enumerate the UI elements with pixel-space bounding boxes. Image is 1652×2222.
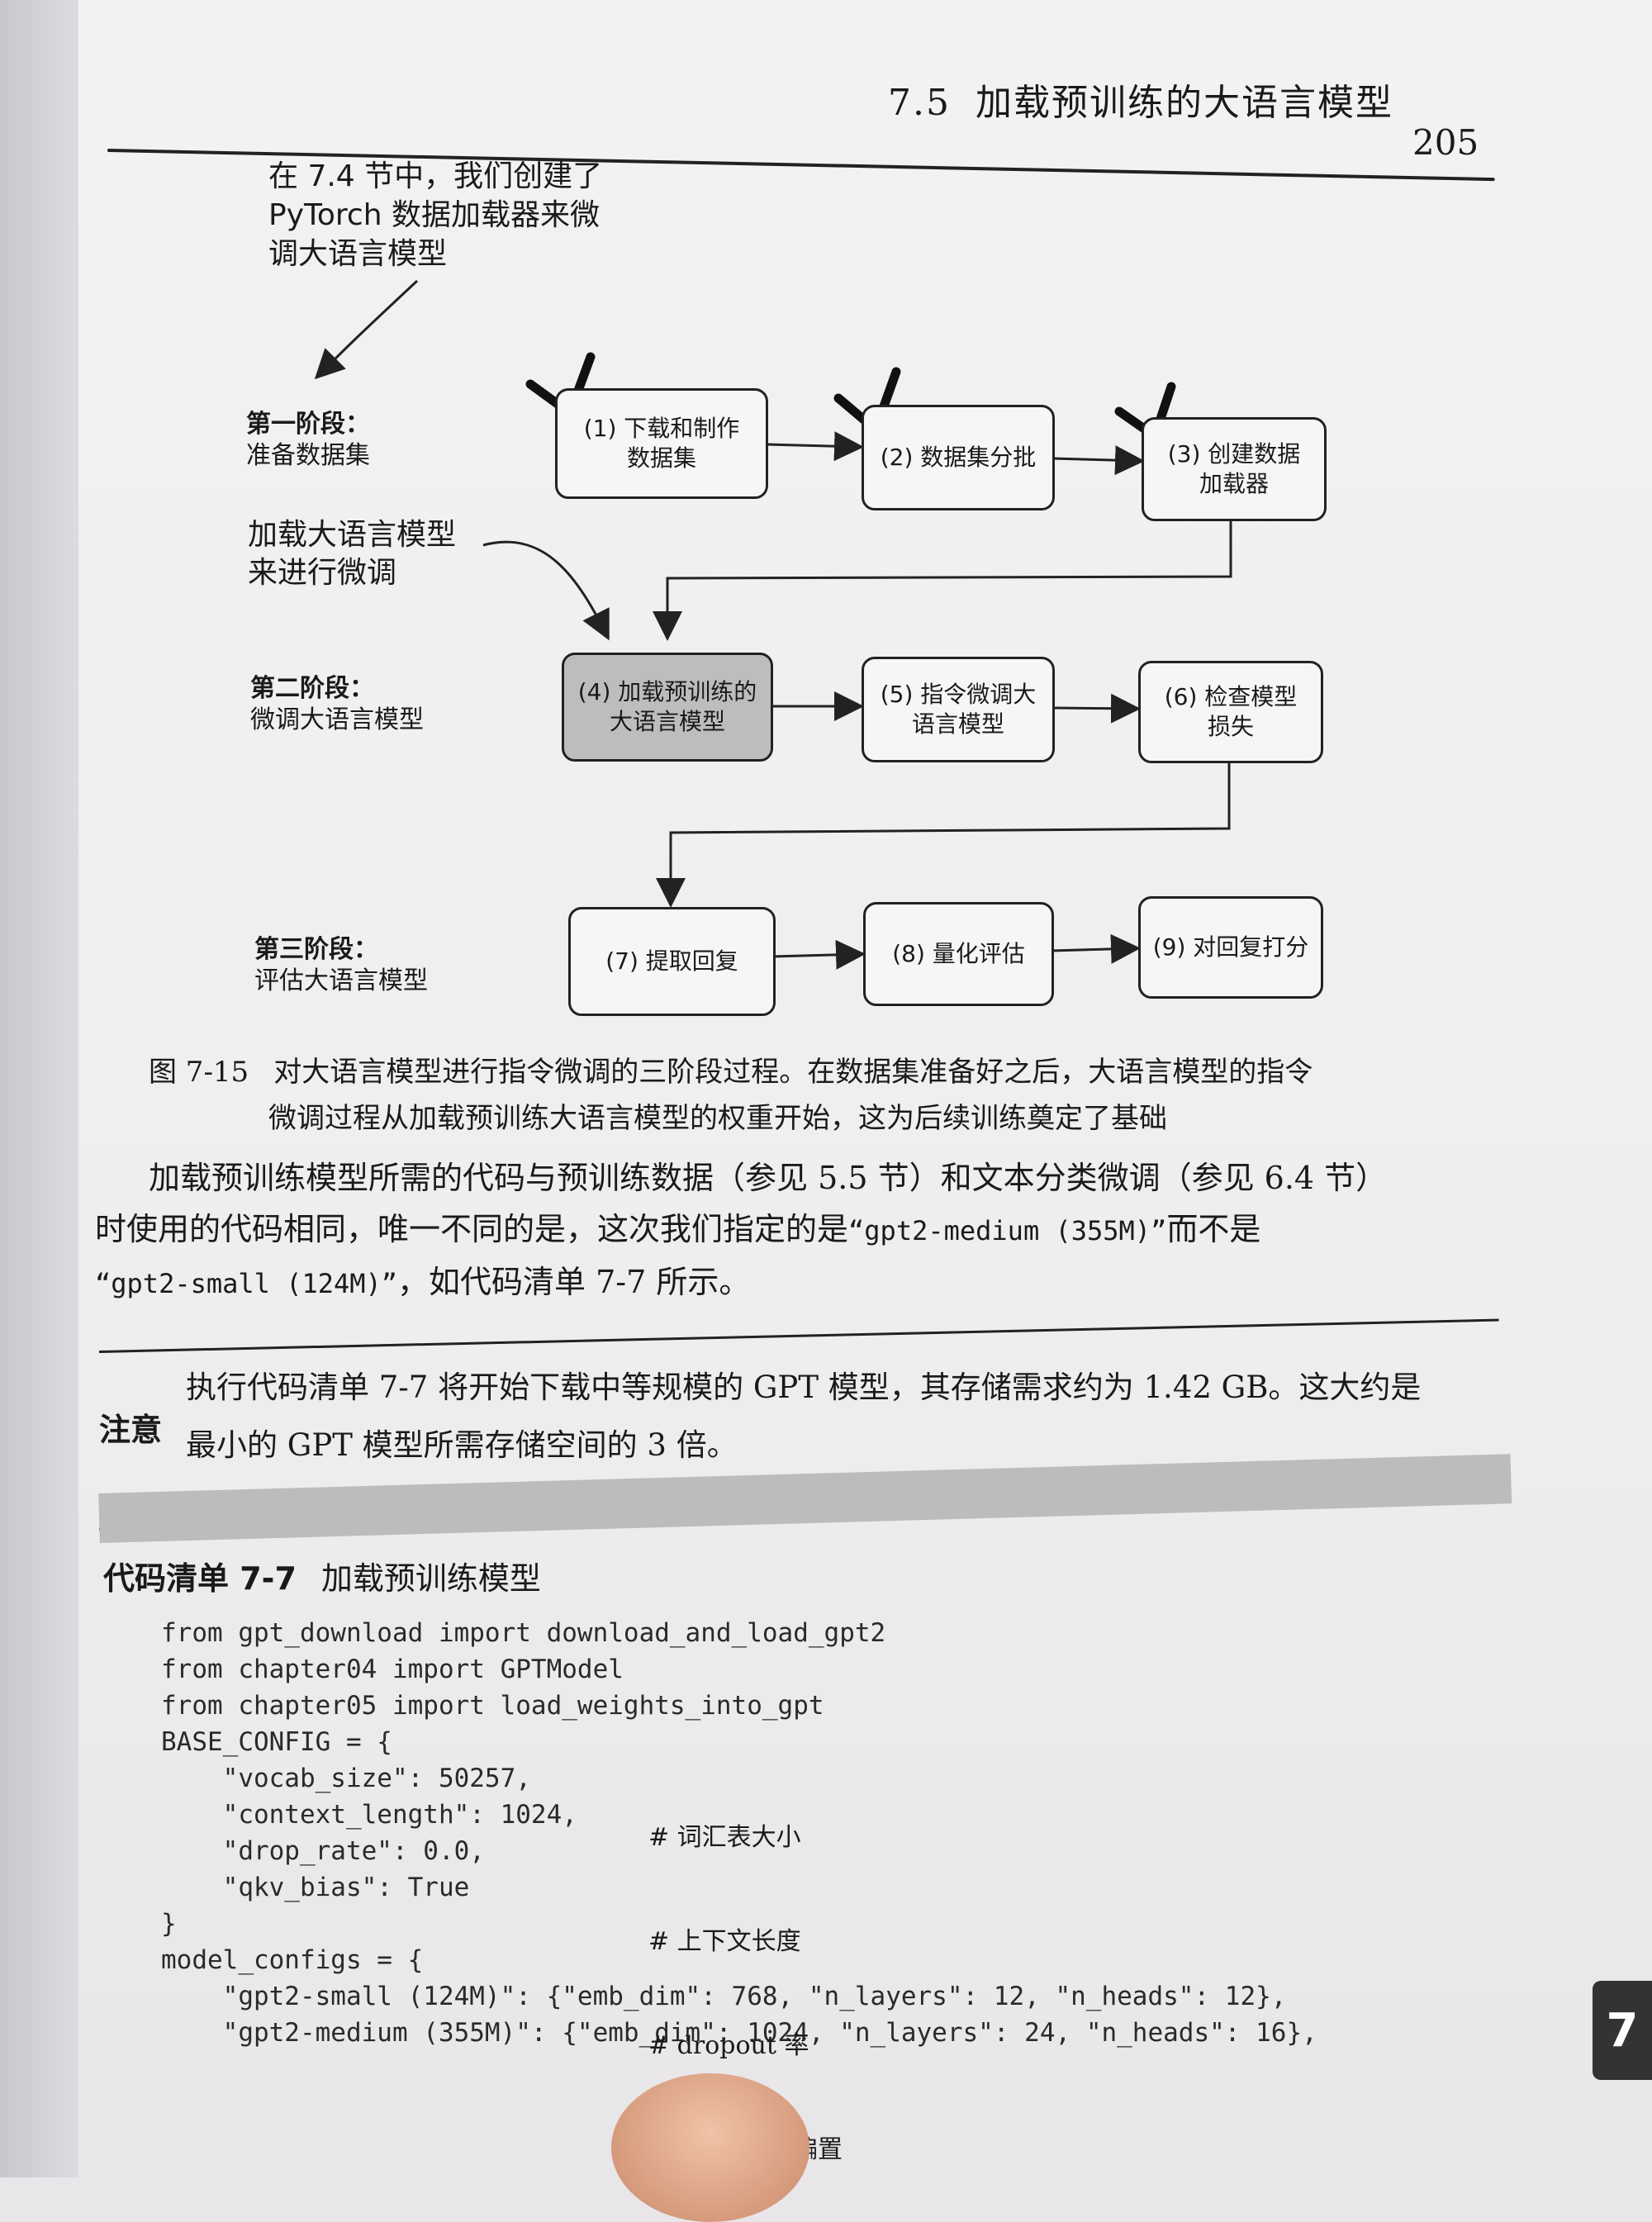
- arrow-6-7: [656, 760, 1231, 908]
- body-line: 时使用的代码相同，唯一不同的是，这次我们指定的是“gpt2-medium (35…: [95, 1204, 1499, 1256]
- code-line: "qkv_bias": True: [161, 1873, 470, 1902]
- code-line: from chapter04 import GPTModel: [161, 1655, 624, 1684]
- stage-desc: 准备数据集: [246, 441, 370, 470]
- step-label: (7) 提取回复: [605, 947, 738, 975]
- step-box-1: (1) 下载和制作数据集: [555, 388, 768, 499]
- load-note-line: 来进行微调: [248, 556, 397, 590]
- stage-name: 第三阶段：: [254, 935, 378, 964]
- step-label: (2) 数据集分批: [880, 444, 1037, 471]
- step-label: 损失: [1207, 713, 1254, 740]
- chapter-thumb-tab: 7: [1593, 1981, 1652, 2080]
- load-note-arrow: [482, 540, 610, 641]
- stage-name: 第二阶段：: [250, 674, 374, 703]
- step-label: 数据集: [626, 444, 696, 472]
- step-box-8: (8) 量化评估: [863, 902, 1054, 1006]
- code-line: "gpt2-medium (355M)": {"emb_dim": 1024, …: [161, 2018, 1317, 2048]
- step-box-2: (2) 数据集分批: [862, 405, 1055, 510]
- stage-name: 第一阶段：: [246, 410, 370, 439]
- top-note-line: 在 7.4 节中，我们创建了: [268, 159, 603, 193]
- top-note-line: PyTorch 数据加载器来微: [268, 198, 600, 232]
- step-box-4: (4) 加载预训练的大语言模型: [562, 653, 773, 762]
- body-text: 时使用的代码相同，唯一不同的是，这次我们指定的是: [95, 1211, 849, 1247]
- arrow-2-3: [1052, 445, 1145, 476]
- stage-label-2: 第二阶段： 微调大语言模型: [250, 673, 424, 736]
- step-label: 语言模型: [911, 710, 1004, 738]
- top-note-line: 调大语言模型: [268, 237, 448, 271]
- step-box-6: (6) 检查模型损失: [1138, 661, 1323, 763]
- code-comment: # 词汇表大小: [648, 1823, 801, 1852]
- section-number: 7.5: [888, 82, 951, 124]
- body-line: 加载预训练模型所需的代码与预训练数据（参见 5.5 节）和文本分类微调（参见 6…: [149, 1160, 1388, 1196]
- stage-desc: 评估大语言模型: [254, 966, 428, 995]
- load-note-line: 加载大语言模型: [248, 518, 457, 552]
- step-label: (8) 量化评估: [892, 940, 1025, 967]
- step-box-9: (9) 对回复打分: [1138, 896, 1323, 999]
- step-label: 加载器: [1199, 470, 1269, 497]
- body-paragraph: 加载预训练模型所需的代码与预训练数据（参见 5.5 节）和文本分类微调（参见 6…: [95, 1152, 1499, 1309]
- note-label: 注意: [99, 1411, 163, 1448]
- code-line: BASE_CONFIG = {: [161, 1727, 392, 1757]
- load-llm-note: 加载大语言模型 来进行微调: [248, 516, 456, 592]
- page-number: 205: [1412, 122, 1479, 163]
- code-line: "gpt2-small (124M)": {"emb_dim": 768, "n…: [161, 1982, 1287, 2011]
- arrow-3-4: [653, 519, 1232, 641]
- body-text: 而不是: [1166, 1211, 1261, 1247]
- arrow-8-9: [1051, 933, 1141, 964]
- finger: [611, 2073, 809, 2222]
- code-line: }: [161, 1909, 177, 1939]
- code-line: from gpt_download import download_and_lo…: [161, 1618, 886, 1648]
- code-comment: # dropout 率: [648, 2031, 809, 2060]
- figure-caption: 图 7-15 对大语言模型进行指令微调的三阶段过程。在数据集准备好之后，大语言模型…: [149, 1049, 1437, 1142]
- step-label: (6) 检查模型: [1164, 683, 1298, 710]
- note-line: 执行代码清单 7-7 将开始下载中等规模的 GPT 模型，其存储需求约为 1.4…: [186, 1370, 1422, 1405]
- arrow-5-6: [1052, 693, 1141, 724]
- code-comment: # 上下文长度: [648, 1927, 801, 1956]
- step-label: (4) 加载预训练的: [577, 678, 757, 705]
- arrow-1-2: [766, 431, 864, 462]
- running-header: 7.5 加载预训练的大语言模型: [888, 73, 1393, 126]
- caption-label: 图 7-15: [149, 1056, 249, 1089]
- step-label: 大语言模型: [609, 708, 725, 735]
- code-comments: # 词汇表大小 # 上下文长度 # dropout 率 # 查询-键-值偏置: [648, 1751, 843, 2202]
- body-text: ，如代码清单 7-7 所示。: [397, 1264, 751, 1300]
- step-label: (3) 创建数据: [1167, 440, 1301, 468]
- note-line: 最小的 GPT 模型所需存储空间的 3 倍。: [186, 1427, 738, 1463]
- stage-desc: 微调大语言模型: [250, 705, 424, 734]
- stage-label-1: 第一阶段： 准备数据集: [246, 409, 370, 472]
- code-line: "drop_rate": 0.0,: [161, 1836, 485, 1866]
- caption-line: 微调过程从加载预训练大语言模型的权重开始，这为后续训练奠定了基础: [268, 1102, 1167, 1135]
- caption-line: 对大语言模型进行指令微调的三阶段过程。在数据集准备好之后，大语言模型的指令: [273, 1056, 1313, 1089]
- listing-label: 代码清单 7-7: [103, 1560, 297, 1597]
- note-text: 执行代码清单 7-7 将开始下载中等规模的 GPT 模型，其存储需求约为 1.4…: [186, 1359, 1474, 1474]
- code-line: model_configs = {: [161, 1945, 424, 1975]
- body-line: “gpt2-small (124M)”，如代码清单 7-7 所示。: [95, 1256, 1499, 1309]
- stage-label-3: 第三阶段： 评估大语言模型: [254, 934, 428, 997]
- step-label: (1) 下载和制作: [583, 415, 740, 442]
- code-line: from chapter05 import load_weights_into_…: [161, 1691, 824, 1721]
- top-note-arrow: [314, 279, 419, 380]
- step-box-5: (5) 指令微调大语言模型: [862, 657, 1055, 762]
- code-line: "vocab_size": 50257,: [161, 1764, 531, 1793]
- step-label: (9) 对回复打分: [1152, 933, 1309, 961]
- code-block: from gpt_download import download_and_lo…: [161, 1615, 1317, 2051]
- step-box-3: (3) 创建数据加载器: [1142, 417, 1327, 521]
- listing-name: 加载预训练模型: [320, 1560, 541, 1597]
- figure-top-note: 在 7.4 节中，我们创建了 PyTorch 数据加载器来微 调大语言模型: [268, 157, 615, 273]
- code-line: "context_length": 1024,: [161, 1800, 577, 1830]
- inline-code: “gpt2-small (124M)”: [95, 1268, 398, 1299]
- arrow-7-8: [771, 939, 866, 970]
- step-box-7: (7) 提取回复: [568, 907, 776, 1016]
- section-title: 加载预训练的大语言模型: [975, 82, 1393, 124]
- listing-title: 代码清单 7-7 加载预训练模型: [103, 1553, 541, 1598]
- step-label: (5) 指令微调大: [880, 681, 1037, 708]
- inline-code: “gpt2-medium (355M)”: [848, 1215, 1167, 1246]
